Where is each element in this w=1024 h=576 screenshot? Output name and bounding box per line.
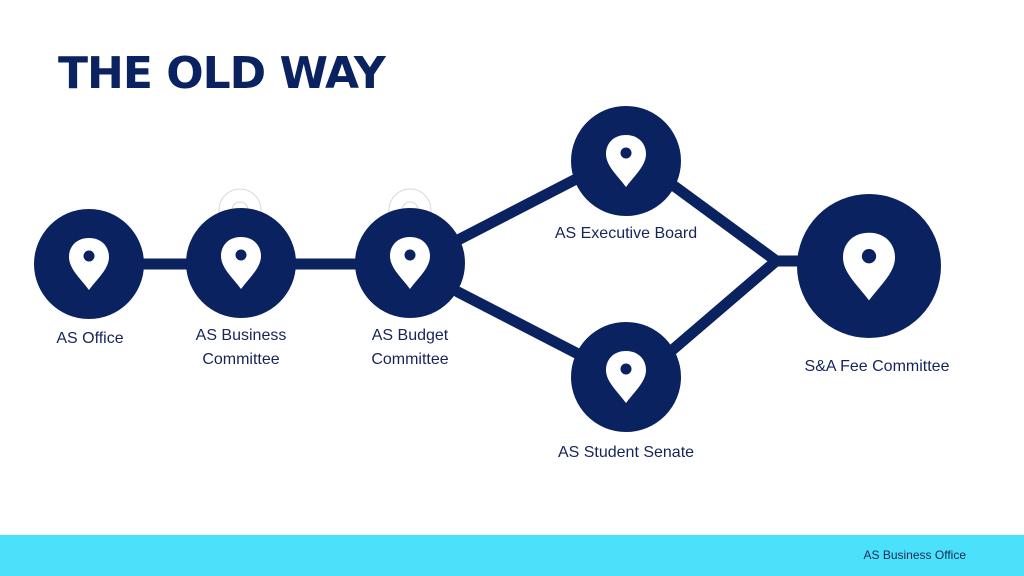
- edge-executive-junction: [664, 177, 781, 266]
- label-line: AS Business: [195, 327, 287, 344]
- map-pin-icon: [390, 237, 430, 289]
- edge-budget-senate: [452, 286, 588, 362]
- footer-text: AS Business Office: [863, 548, 967, 562]
- label-line: Committee: [371, 351, 449, 368]
- node-as-office: [34, 209, 144, 319]
- label-line: AS Student Senate: [557, 444, 695, 461]
- node-label-as-student-senate: AS Student Senate: [536, 441, 716, 465]
- label-line: AS Executive Board: [554, 225, 698, 242]
- node-label-as-office: AS Office: [34, 327, 146, 351]
- node-as-business-committee: [186, 208, 296, 318]
- node-label-as-business-committee: AS Business Committee: [181, 324, 301, 372]
- label-line: Committee: [202, 351, 280, 368]
- node-sa-fee-committee: [797, 194, 941, 338]
- map-pin-icon: [843, 232, 895, 301]
- label-line: S&A Fee Committee: [804, 358, 950, 375]
- node-as-executive-board: [571, 106, 681, 216]
- edge-budget-executive: [452, 170, 588, 246]
- node-as-budget-committee: [355, 208, 465, 318]
- node-label-as-budget-committee: AS Budget Committee: [350, 324, 470, 372]
- edge-senate-junction: [664, 256, 781, 358]
- map-pin-icon: [606, 351, 646, 403]
- label-line: AS Office: [56, 330, 124, 347]
- node-label-sa-fee-committee: S&A Fee Committee: [782, 355, 972, 379]
- map-pin-icon: [606, 135, 646, 187]
- map-pin-icon: [69, 238, 109, 290]
- node-as-student-senate: [571, 322, 681, 432]
- connectors: [137, 170, 811, 362]
- map-pin-icon: [221, 237, 261, 289]
- slide-title: THE OLD WAY: [58, 48, 386, 99]
- footer-band: AS Business Office: [0, 535, 1024, 576]
- label-line: AS Budget: [371, 327, 449, 344]
- node-label-as-executive-board: AS Executive Board: [536, 222, 716, 246]
